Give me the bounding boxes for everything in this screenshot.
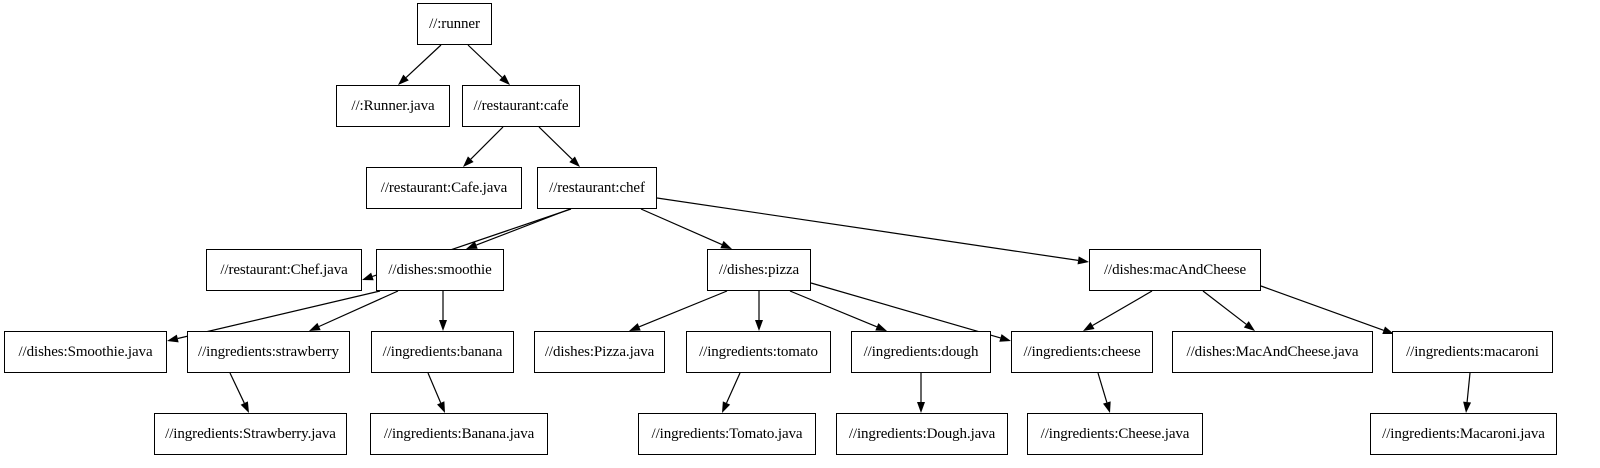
graph-edge-restaurant_chef-to-dishes_pizza: [640, 208, 723, 246]
graph-node-label: //dishes:pizza: [718, 261, 800, 278]
graph-node-ing_banana[interactable]: //ingredients:banana: [371, 331, 514, 373]
graph-edge-dishes_pizza-to-ing_cheese: [810, 282, 1001, 339]
graph-node-cafe_java[interactable]: //restaurant:Cafe.java: [366, 167, 522, 209]
graph-arrowhead-restaurant_chef-to-dishes_pizza: [720, 240, 732, 249]
graph-arrowhead-restaurant_cafe-to-restaurant_chef: [569, 156, 580, 167]
graph-node-label: //ingredients:Dough.java: [848, 425, 996, 442]
graph-node-macandcheese_java[interactable]: //dishes:MacAndCheese.java: [1172, 331, 1373, 373]
graph-node-ing_strawberry[interactable]: //ingredients:strawberry: [187, 331, 350, 373]
graph-arrowhead-runner-to-runner_java: [398, 74, 409, 85]
graph-node-label: //ingredients:dough: [863, 343, 979, 360]
graph-edge-runner-to-restaurant_cafe: [467, 44, 503, 78]
graph-arrowhead-ing_dough-to-dough_java: [917, 402, 925, 413]
graph-node-ing_cheese[interactable]: //ingredients:cheese: [1011, 331, 1153, 373]
graph-node-pizza_java[interactable]: //dishes:Pizza.java: [534, 331, 665, 373]
graph-arrowhead-ing_cheese-to-cheese_java: [1103, 401, 1111, 413]
graph-node-dough_java[interactable]: //ingredients:Dough.java: [836, 413, 1008, 455]
graph-node-label: //restaurant:Cafe.java: [380, 179, 508, 196]
graph-node-label: //ingredients:macaroni: [1406, 343, 1539, 360]
graph-node-tomato_java[interactable]: //ingredients:Tomato.java: [638, 413, 816, 455]
graph-node-dishes_pizza[interactable]: //dishes:pizza: [707, 249, 811, 291]
graph-node-restaurant_cafe[interactable]: //restaurant:cafe: [462, 85, 580, 127]
graph-node-label: //dishes:smoothie: [388, 261, 492, 278]
graph-node-ing_macaroni[interactable]: //ingredients:macaroni: [1392, 331, 1553, 373]
graph-node-label: //restaurant:chef: [549, 179, 645, 196]
graph-edge-restaurant_chef-to-dishes_smoothie: [476, 208, 571, 246]
graph-node-label: //ingredients:cheese: [1023, 343, 1141, 360]
graph-edge-dishes_pizza-to-pizza_java: [638, 290, 728, 328]
graph-edge-dishes_smoothie-to-ing_strawberry: [318, 290, 399, 328]
graph-arrowhead-restaurant_chef-to-chef_java: [362, 272, 374, 281]
graph-edge-ing_macaroni-to-macaroni_java: [1466, 372, 1471, 403]
graph-edge-ing_tomato-to-tomato_java: [725, 372, 741, 404]
graph-node-banana_java[interactable]: //ingredients:Banana.java: [370, 413, 548, 455]
graph-arrowhead-dishes_smoothie-to-smoothie_java: [167, 334, 179, 343]
graph-node-label: //dishes:Smoothie.java: [18, 343, 153, 360]
graph-edge-restaurant_cafe-to-restaurant_chef: [538, 126, 573, 160]
graph-edge-ing_strawberry-to-strawberry_java: [229, 372, 245, 404]
graph-arrowhead-ing_strawberry-to-strawberry_java: [240, 401, 249, 413]
graph-edge-dishes_pizza-to-ing_dough: [789, 290, 878, 328]
graph-node-ing_tomato[interactable]: //ingredients:tomato: [686, 331, 831, 373]
graph-arrowhead-runner-to-restaurant_cafe: [499, 74, 510, 85]
graph-node-dishes_smoothie[interactable]: //dishes:smoothie: [376, 249, 504, 291]
graph-node-ing_dough[interactable]: //ingredients:dough: [851, 331, 991, 373]
graph-arrowhead-dishes_pizza-to-ing_dough: [875, 323, 887, 331]
graph-node-restaurant_chef[interactable]: //restaurant:chef: [537, 167, 657, 209]
graph-node-label: //ingredients:banana: [382, 343, 503, 360]
graph-arrowhead-restaurant_cafe-to-cafe_java: [463, 156, 474, 167]
graph-arrowhead-dishes_macandcheese-to-ing_cheese: [1083, 322, 1095, 331]
graph-edge-ing_banana-to-banana_java: [427, 372, 442, 404]
graph-edge-dishes_macandcheese-to-ing_macaroni: [1260, 285, 1384, 331]
graph-node-label: //:runner: [429, 15, 480, 32]
graph-arrowhead-ing_tomato-to-tomato_java: [722, 401, 731, 413]
graph-edge-runner-to-runner_java: [405, 44, 442, 78]
graph-arrowhead-dishes_pizza-to-ing_tomato: [755, 320, 763, 331]
graph-node-label: //ingredients:strawberry: [198, 343, 339, 360]
graph-arrowhead-dishes_macandcheese-to-macandcheese_java: [1243, 321, 1255, 331]
graph-node-macaroni_java[interactable]: //ingredients:Macaroni.java: [1370, 413, 1557, 455]
graph-edge-ing_cheese-to-cheese_java: [1097, 372, 1108, 403]
graph-node-chef_java[interactable]: //restaurant:Chef.java: [206, 249, 362, 291]
graph-node-label: //ingredients:Banana.java: [383, 425, 535, 442]
graph-node-label: //ingredients:Cheese.java: [1040, 425, 1190, 442]
graph-arrowhead-restaurant_chef-to-dishes_macandcheese: [1077, 256, 1089, 265]
graph-node-label: //dishes:macAndCheese: [1103, 261, 1247, 278]
graph-node-label: //ingredients:Tomato.java: [651, 425, 803, 442]
graph-edge-dishes_macandcheese-to-ing_cheese: [1092, 290, 1153, 327]
graph-node-label: //ingredients:Macaroni.java: [1382, 425, 1545, 442]
graph-arrowhead-dishes_pizza-to-pizza_java: [629, 323, 641, 331]
graph-node-smoothie_java[interactable]: //dishes:Smoothie.java: [4, 331, 167, 373]
graph-arrowhead-ing_banana-to-banana_java: [437, 401, 445, 413]
graph-arrowhead-dishes_pizza-to-ing_cheese: [999, 334, 1011, 342]
graph-node-label: //restaurant:Chef.java: [220, 261, 348, 278]
graph-arrowhead-restaurant_chef-to-dishes_smoothie: [466, 241, 478, 249]
graph-node-cheese_java[interactable]: //ingredients:Cheese.java: [1027, 413, 1203, 455]
graph-node-label: //ingredients:tomato: [699, 343, 818, 360]
graph-node-label: //restaurant:cafe: [473, 97, 569, 114]
graph-node-runner[interactable]: //:runner: [417, 3, 492, 45]
graph-edge-dishes_macandcheese-to-macandcheese_java: [1202, 290, 1247, 325]
graph-node-label: //:Runner.java: [351, 97, 435, 114]
graph-arrowhead-dishes_smoothie-to-ing_strawberry: [309, 322, 321, 331]
graph-node-label: //ingredients:Strawberry.java: [165, 425, 336, 442]
graph-edge-restaurant_cafe-to-cafe_java: [470, 126, 504, 160]
graph-arrowhead-ing_macaroni-to-macaroni_java: [1463, 401, 1472, 413]
graph-arrowhead-dishes_smoothie-to-ing_banana: [439, 320, 447, 331]
graph-node-label: //dishes:MacAndCheese.java: [1186, 343, 1359, 360]
graph-node-label: //dishes:Pizza.java: [544, 343, 655, 360]
graph-node-strawberry_java[interactable]: //ingredients:Strawberry.java: [154, 413, 347, 455]
graph-node-runner_java[interactable]: //:Runner.java: [336, 85, 450, 127]
graph-node-dishes_macandcheese[interactable]: //dishes:macAndCheese: [1089, 249, 1261, 291]
